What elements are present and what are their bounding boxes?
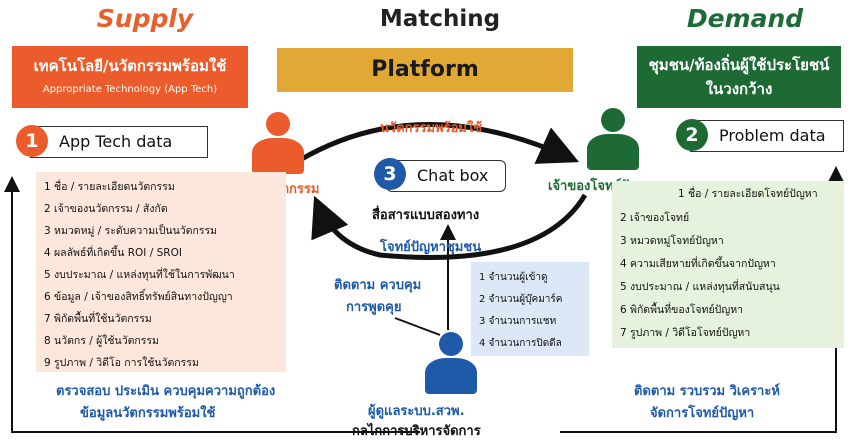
list-item: 2 เจ้าของนวัตกรรม / สังกัด bbox=[44, 203, 168, 215]
list-item: 8 นวัตกร / ผู้ใช้นวัตกรรม bbox=[44, 335, 159, 347]
arrow-bottom-arc bbox=[311, 193, 588, 260]
demand-banner: ชุมชน/ท้องถิ่นผู้ใช้ประโยชน์ ในวงกว้าง bbox=[637, 46, 841, 108]
list-item: 2 เจ้าของโจทย์ bbox=[620, 212, 690, 224]
matching-title: Matching bbox=[379, 6, 501, 32]
loop-left bbox=[4, 176, 420, 433]
section-1-badge: 1 bbox=[16, 125, 48, 157]
admin-person-icon bbox=[424, 332, 478, 394]
problem-data-header: Problem data bbox=[690, 120, 844, 152]
arrow-top-arc bbox=[298, 122, 580, 164]
list-item: 9 รูปภาพ / วิดีโอ การใช้นวัตกรรม bbox=[44, 357, 199, 369]
arrow-admin-monitor bbox=[394, 317, 441, 336]
supply-banner: เทคโนโลยี/นวัตกรรมพร้อมใช้ Appropriate T… bbox=[12, 46, 248, 108]
demand-data-list: 1 ชื่อ / รายละเอียดโจทย์ปัญหา 2 เจ้าของโ… bbox=[612, 181, 844, 348]
list-item: 2 จำนวนผู้บุ๊คมาร์ค bbox=[479, 294, 563, 305]
list-item: 5 งบประมาณ / แหล่งทุนที่สนับสนุน bbox=[620, 281, 780, 293]
list-item: 4 ความเสียหายที่เกิดขึ้นจากปัญหา bbox=[620, 258, 776, 270]
admin-label: ผู้ดูแลระบบ.สวพ. bbox=[368, 404, 465, 419]
supply-footer-line1: ตรวจสอบ ประเมิน ควบคุมความถูกต้อง bbox=[56, 384, 276, 399]
list-item: 3 จำนวนการแชท bbox=[479, 316, 557, 327]
demand-footer-line2: จัดการโจทย์ปัญหา bbox=[650, 406, 755, 421]
supply-banner-subtitle: Appropriate Technology (App Tech) bbox=[42, 84, 218, 95]
admin-mechanism-label: กลไกการบริหารจัดการ bbox=[352, 424, 481, 439]
flow-bottom-label: โจทย์ปัญหาชุมชน bbox=[380, 240, 482, 255]
chat-stats-list: 1 จำนวนผู้เข้าดู 2 จำนวนผู้บุ๊คมาร์ค 3 จ… bbox=[471, 262, 589, 356]
demand-banner-line2: ในวงกว้าง bbox=[705, 80, 773, 98]
chat-description: สื่อสารแบบสองทาง bbox=[372, 208, 480, 223]
app-tech-data-label: App Tech data bbox=[59, 132, 173, 151]
list-item: 1 ชื่อ / รายละเอียดโจทย์ปัญหา bbox=[678, 188, 818, 200]
list-item: 7 รูปภาพ / วิดีโอโจทย์ปัญหา bbox=[620, 327, 751, 339]
list-item: 4 ผลลัพธ์ที่เกิดขึ้น ROI / SROI bbox=[44, 247, 182, 259]
list-item: 1 จำนวนผู้เข้าดู bbox=[479, 272, 548, 283]
supply-title: Supply bbox=[96, 4, 194, 33]
list-item: 4 จำนวนการปิดดีล bbox=[479, 338, 562, 349]
supply-banner-title: เทคโนโลยี/นวัตกรรมพร้อมใช้ bbox=[33, 57, 227, 75]
list-item: 1 ชื่อ / รายละเอียดนวัตกรรม bbox=[44, 181, 175, 193]
section-2-badge: 2 bbox=[676, 119, 708, 151]
list-item: 6 ข้อมูล / เจ้าของสิทธิ์ทรัพย์สินทางปัญญ… bbox=[44, 291, 233, 303]
supply-footer-line2: ข้อมูลนวัตกรรมพร้อมใช้ bbox=[80, 406, 216, 421]
chat-box-label: Chat box bbox=[417, 166, 489, 185]
section-3-badge: 3 bbox=[374, 158, 406, 190]
platform-banner: Platform bbox=[277, 48, 573, 92]
innovator-person-icon bbox=[250, 112, 306, 174]
app-tech-data-header: App Tech data bbox=[30, 126, 208, 158]
monitor-label-1: ติดตาม ควบคุม bbox=[334, 278, 422, 293]
list-item: 6 พิกัดพื้นที่ของโจทย์ปัญหา bbox=[620, 304, 744, 316]
demand-footer-line1: ติดตาม รวบรวม วิเคราะห์ bbox=[634, 384, 780, 399]
demand-title: Demand bbox=[686, 4, 804, 33]
demand-banner-line1: ชุมชน/ท้องถิ่นผู้ใช้ประโยชน์ bbox=[648, 56, 830, 74]
supply-data-list: 1 ชื่อ / รายละเอียดนวัตกรรม 2 เจ้าของนวั… bbox=[36, 172, 286, 372]
list-item: 7 พิกัดพื้นที่ใช้นวัตกรรม bbox=[44, 313, 152, 325]
list-item: 3 หมวดหมู่ / ระดับความเป็นนวัตกรรม bbox=[44, 225, 218, 237]
problem-data-label: Problem data bbox=[719, 126, 826, 145]
problem-owner-person-icon bbox=[585, 108, 641, 170]
list-item: 3 หมวดหมู่โจทย์ปัญหา bbox=[620, 235, 724, 247]
flow-top-label: นวัตกรรมพร้อมใช้ bbox=[380, 121, 483, 136]
list-item: 5 งบประมาณ / แหล่งทุนที่ใช้ในการพัฒนา bbox=[44, 269, 235, 281]
monitor-label-2: การพูดคุย bbox=[346, 300, 402, 315]
